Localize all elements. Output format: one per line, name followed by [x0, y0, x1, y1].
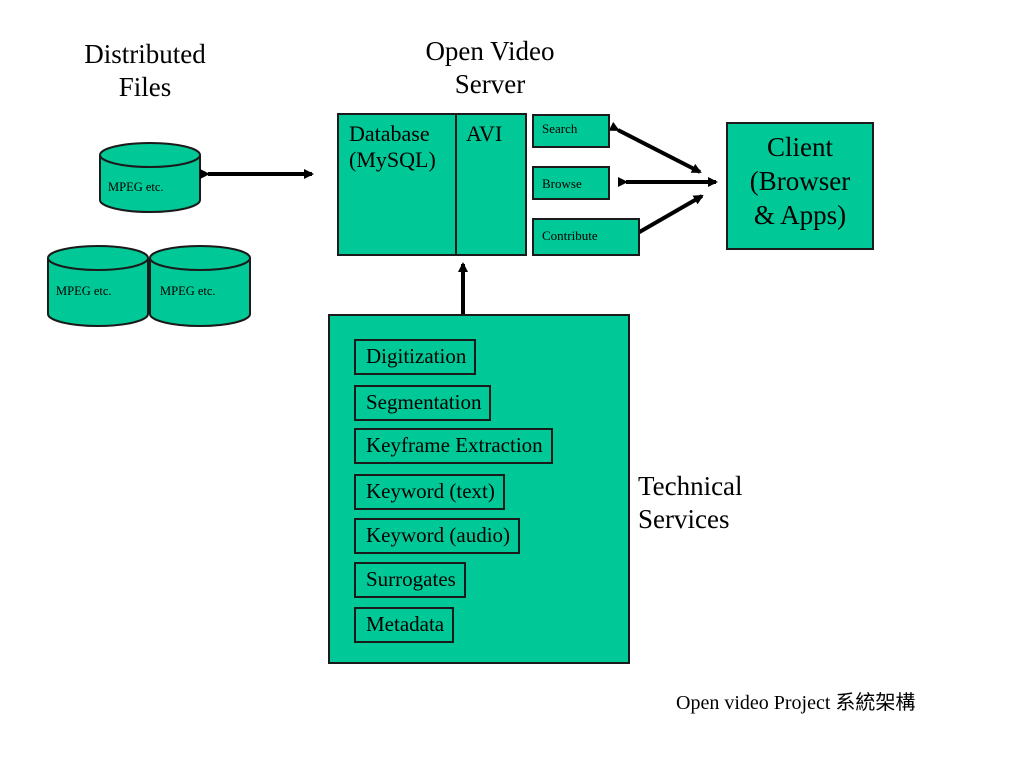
service-keyframe-extraction: Keyframe Extraction — [354, 428, 553, 464]
client-label: Client (Browser & Apps) — [749, 132, 851, 230]
cylinder-label-1: MPEG etc. — [108, 180, 164, 194]
storage-cylinder-2 — [47, 245, 149, 327]
technical-services-label: Technical Services — [638, 471, 743, 534]
open-video-server-heading: Open Video Server — [425, 36, 555, 99]
service-segmentation: Segmentation — [354, 385, 492, 421]
search-box: Search — [532, 114, 610, 148]
client-box: Client (Browser & Apps) — [726, 122, 874, 250]
service-surrogates: Surrogates — [354, 562, 466, 598]
arrow-search-client — [608, 121, 702, 174]
database-box: Database (MySQL) — [337, 113, 457, 256]
search-label: Search — [542, 121, 578, 136]
database-label: Database (MySQL) — [349, 121, 436, 172]
browse-label: Browse — [542, 176, 582, 191]
avi-label: AVI — [466, 121, 503, 146]
distributed-files-heading: Distributed Files — [84, 39, 206, 102]
contribute-label: Contribute — [542, 228, 598, 243]
cylinder-label-3: MPEG etc. — [160, 284, 216, 298]
avi-box: AVI — [455, 113, 527, 256]
service-digitization: Digitization — [354, 339, 477, 375]
storage-cylinder-1 — [99, 142, 201, 213]
storage-cylinder-3 — [149, 245, 251, 327]
arrow-contribute-client — [626, 194, 704, 243]
caption: Open video Project 系統架構 — [676, 692, 916, 714]
cylinder-label-2: MPEG etc. — [56, 284, 112, 298]
service-metadata: Metadata — [354, 607, 455, 643]
contribute-box: Contribute — [532, 218, 640, 256]
service-keyword-text: Keyword (text) — [354, 474, 505, 510]
service-keyword-audio: Keyword (audio) — [354, 518, 521, 554]
browse-box: Browse — [532, 166, 610, 200]
